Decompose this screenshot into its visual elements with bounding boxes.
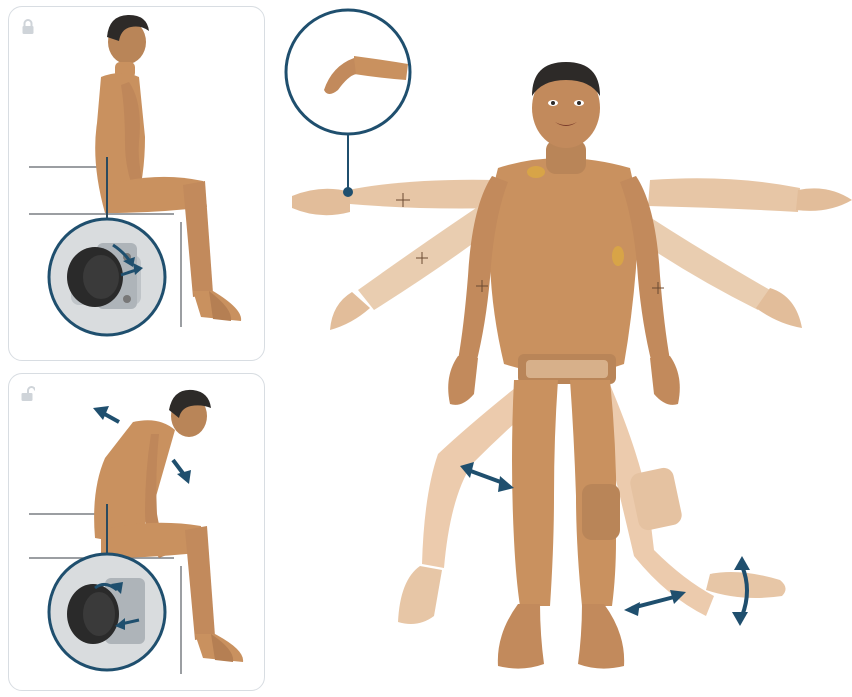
unlocked-posture-panel xyxy=(8,373,265,691)
seated-upright-figure xyxy=(9,7,265,361)
locked-posture-panel xyxy=(8,6,265,361)
seated-leaning-figure xyxy=(9,374,265,691)
manikin-range-of-motion xyxy=(270,0,852,697)
